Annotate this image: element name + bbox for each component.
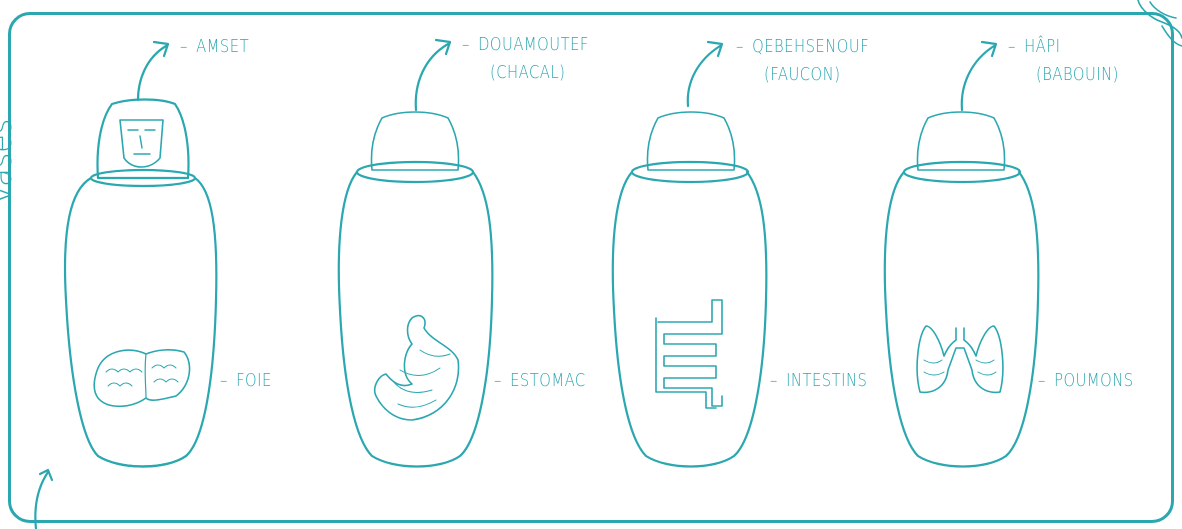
intestines-icon bbox=[658, 300, 722, 406]
jar-2-animal-label: (CHACAL) bbox=[490, 60, 565, 86]
brush-icon bbox=[1138, 0, 1182, 46]
jar-3-god-label: –QEBEHSENOUF bbox=[736, 34, 869, 60]
organ-name: FOIE bbox=[236, 370, 272, 391]
organ-name: INTESTINS bbox=[786, 370, 867, 391]
arrow-icon bbox=[416, 44, 448, 110]
jar-3-organ-label: –INTESTINS bbox=[770, 368, 867, 394]
jar-hapi bbox=[885, 42, 1039, 467]
organ-name: POUMONS bbox=[1054, 370, 1134, 391]
arrow-icon bbox=[138, 46, 166, 100]
god-name: QEBEHSENOUF bbox=[752, 36, 869, 57]
jar-4-organ-label: –POUMONS bbox=[1038, 368, 1134, 394]
jar-amset bbox=[65, 42, 216, 467]
organ-name: ESTOMAC bbox=[510, 370, 586, 391]
jar-4-god-label: –HÂPI bbox=[1008, 34, 1061, 60]
jar-douamoutef bbox=[339, 40, 493, 467]
stomach-icon bbox=[375, 316, 459, 420]
jar-4-animal-label: (BABOUIN) bbox=[1036, 62, 1119, 88]
jar-2-god-label: –DOUAMOUTEF bbox=[462, 32, 589, 58]
liver-icon bbox=[94, 350, 189, 406]
jar-2-organ-label: –ESTOMAC bbox=[494, 368, 586, 394]
arrow-icon bbox=[962, 46, 994, 110]
god-name: DOUAMOUTEF bbox=[478, 34, 589, 55]
lungs-icon bbox=[917, 326, 1003, 392]
jar-1-organ-label: –FOIE bbox=[220, 368, 272, 394]
bottom-left-arrow bbox=[35, 472, 48, 529]
god-name: HÂPI bbox=[1024, 36, 1060, 57]
jar-3-animal-label: (FAUCON) bbox=[764, 62, 840, 88]
arrow-icon bbox=[688, 46, 720, 106]
god-name: AMSET bbox=[196, 36, 249, 57]
jar-qebehsenouf bbox=[613, 42, 767, 467]
jar-1-god-label: –AMSET bbox=[180, 34, 249, 60]
